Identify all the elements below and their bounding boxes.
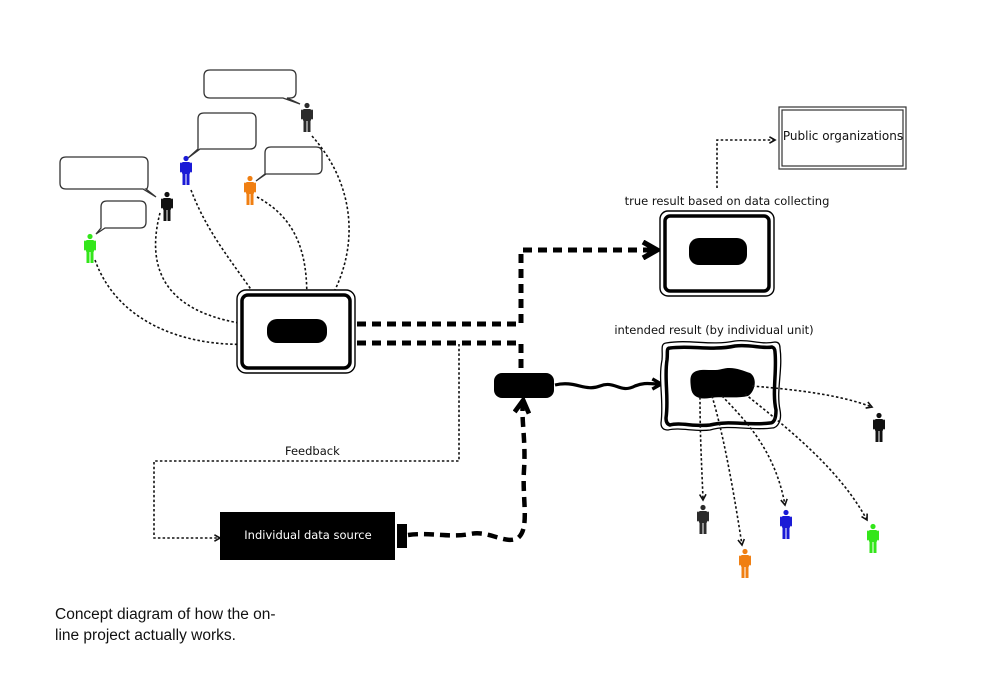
public-organizations-box: Public organizations [778, 106, 907, 170]
person-dark-top-icon [301, 102, 313, 132]
person-orange-icon [244, 175, 256, 205]
processor-pill [494, 373, 554, 398]
caption-line-1: Concept diagram of how the on- [55, 606, 276, 623]
person-orange-out-icon [739, 548, 751, 578]
feedback-label: Feedback [285, 444, 340, 458]
person-black-out-icon [873, 412, 885, 442]
svg-text:Public organizations: Public organizations [783, 129, 903, 143]
person-green-icon [84, 233, 96, 263]
connector-processor-to-intended-result [554, 384, 660, 389]
intended-result-label: intended result (by individual unit) [614, 323, 813, 337]
individual-data-source-box: Individual data source [220, 512, 407, 560]
intended-result-box [659, 339, 782, 432]
intended-result-blob [690, 367, 755, 399]
speech-bubble-left [59, 156, 157, 198]
person-green-out-icon [867, 523, 879, 553]
connector-center-to-processor [357, 340, 524, 375]
connector-center-to-true-result [357, 250, 655, 327]
connector-to-blue-out [721, 395, 788, 507]
person-black-left-icon [161, 191, 173, 221]
true-result-label: true result based on data collecting [625, 194, 830, 208]
connector-to-orange-out [711, 395, 746, 547]
true-result-box [659, 210, 775, 297]
central-data-pill [267, 319, 327, 343]
connector-source-to-processor [407, 402, 525, 543]
person-blue-icon [180, 155, 192, 185]
svg-text:Individual data source: Individual data source [244, 528, 371, 542]
connector-to-green-out [744, 393, 868, 522]
speech-bubble-top [203, 69, 301, 105]
person-blue-out-icon [780, 509, 792, 539]
speech-bubble-orange [255, 146, 323, 182]
data-source-connector [397, 524, 407, 548]
true-result-pill [689, 238, 747, 265]
speech-bubble-blue [187, 112, 257, 159]
diagram-caption: Concept diagram of how the on- line proj… [55, 604, 325, 646]
speech-bubble-green [95, 200, 147, 235]
person-dark-gray-out-icon [697, 504, 709, 534]
connector-to-black-out [751, 385, 874, 409]
central-collector-box [236, 289, 356, 374]
caption-line-2: line project actually works. [55, 627, 236, 644]
connector-true-result-to-public-orgs [716, 136, 777, 188]
